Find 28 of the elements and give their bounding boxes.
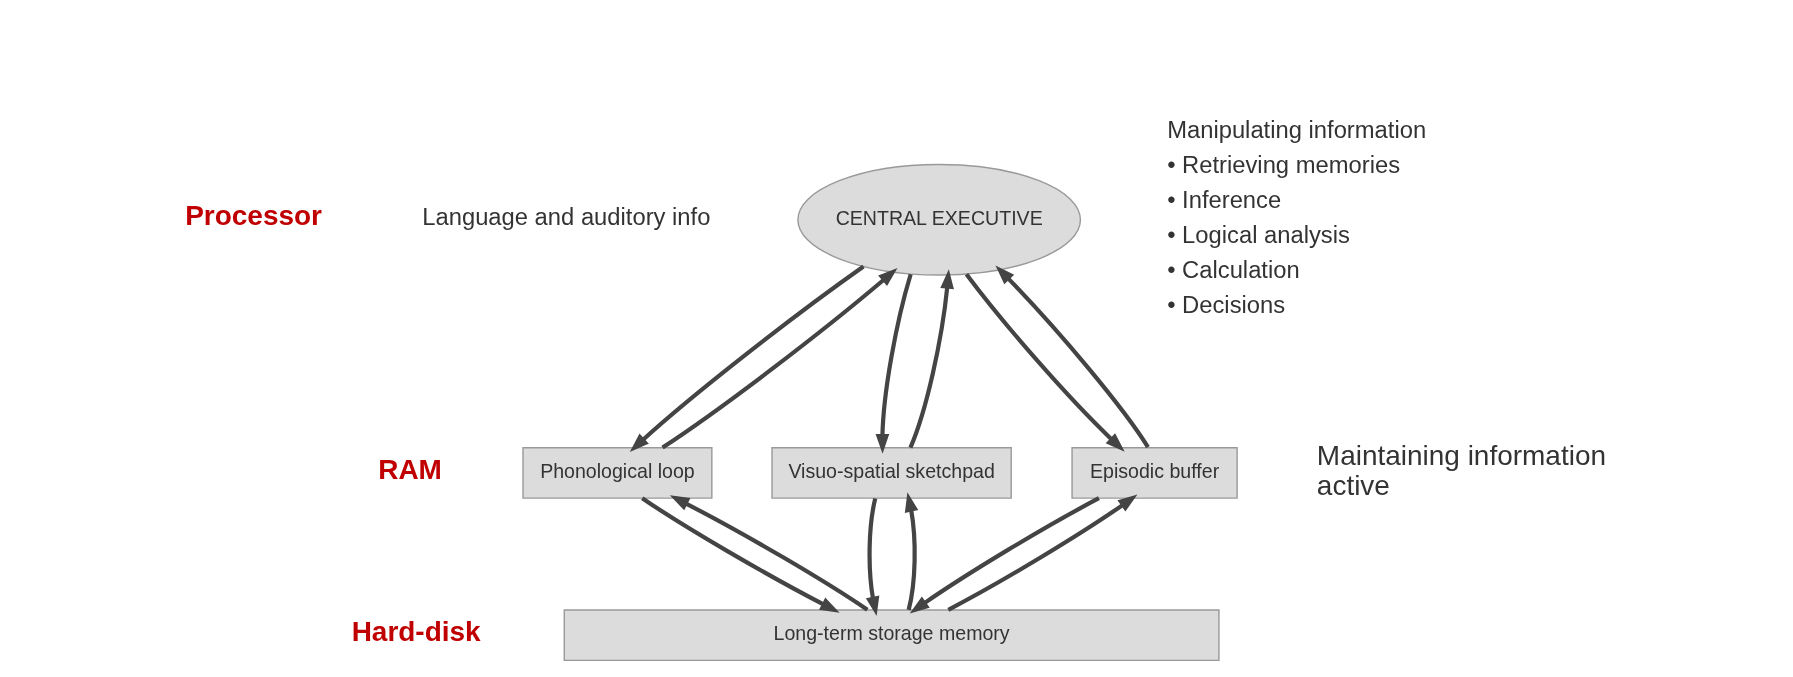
arrow	[964, 272, 1125, 452]
label: Manipulating information	[1167, 116, 1427, 144]
label: • Retrieving memories	[1167, 151, 1401, 179]
node-box: Phonological loop	[522, 447, 713, 499]
arrow	[947, 494, 1138, 612]
label: • Logical analysis	[1167, 220, 1350, 248]
arrow	[909, 496, 1100, 614]
node-box: Visuo-spatial sketchpad	[771, 447, 1012, 499]
arrow	[661, 268, 898, 450]
node-ellipse: CENTRAL EXECUTIVE	[797, 163, 1082, 276]
label: • Decisions	[1167, 290, 1286, 318]
label: Language and auditory info	[422, 203, 711, 231]
arrow	[875, 273, 913, 454]
node-box: Episodic buffer	[1071, 447, 1238, 499]
arrow	[908, 269, 954, 449]
label: • Calculation	[1167, 255, 1300, 283]
label: Processor	[185, 200, 322, 232]
label: • Inference	[1167, 185, 1282, 213]
arrow	[995, 265, 1150, 449]
arrow	[641, 496, 840, 613]
label: Maintaining information active	[1316, 439, 1607, 502]
label: RAM	[378, 453, 442, 485]
arrow	[629, 264, 865, 453]
arrow	[904, 492, 919, 611]
arrow	[865, 498, 880, 617]
arrow	[669, 495, 869, 612]
node-box: Long-term storage memory	[563, 609, 1220, 662]
label: Hard-disk	[351, 615, 481, 647]
